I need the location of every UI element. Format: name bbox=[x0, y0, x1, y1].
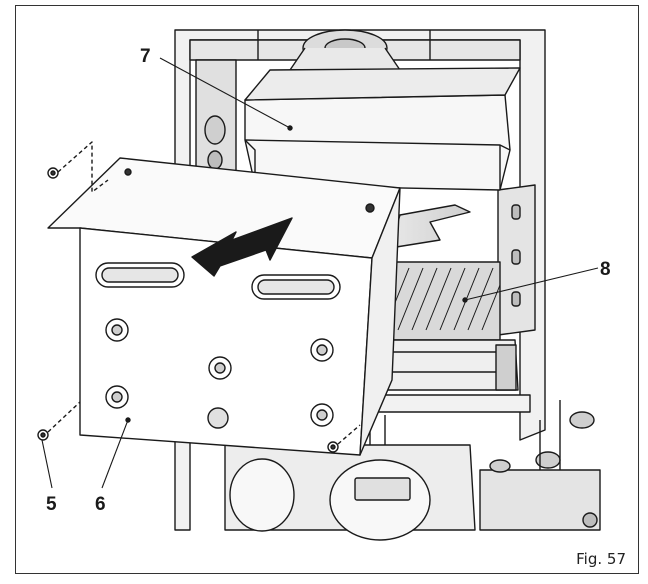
callout-7: 7 bbox=[140, 46, 151, 67]
figure-caption: Fig. 57 bbox=[576, 550, 626, 568]
callout-5: 5 bbox=[46, 494, 57, 515]
callout-8: 8 bbox=[600, 259, 611, 280]
part-8-burner bbox=[364, 261, 531, 413]
lower-components bbox=[224, 400, 601, 541]
callout-6: 6 bbox=[95, 494, 106, 515]
part-5-screws bbox=[37, 141, 361, 453]
part-6-front-panel bbox=[47, 157, 401, 456]
removal-arrow-icon bbox=[191, 217, 293, 277]
part-7-chamber-cover bbox=[244, 67, 521, 191]
gasket-strip bbox=[389, 204, 471, 249]
leader-lines bbox=[41, 57, 599, 489]
